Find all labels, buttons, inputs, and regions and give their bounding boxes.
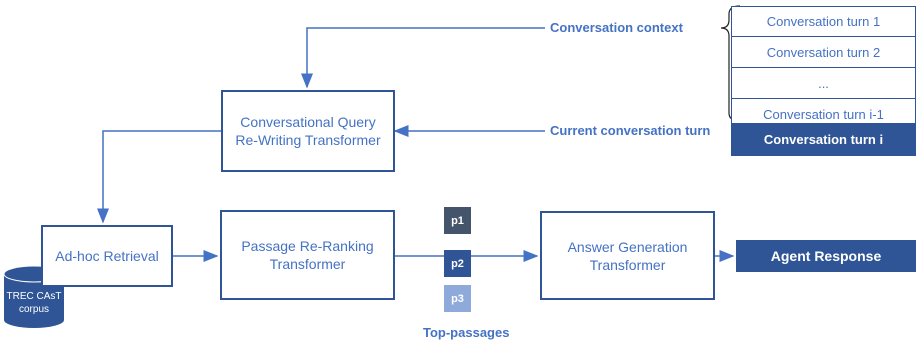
agent-response-box: Agent Response [736, 240, 916, 272]
adhoc-retrieval-box: Ad-hoc Retrieval [41, 225, 173, 287]
conversation-turn-ellipsis: ... [731, 68, 916, 99]
passage-1: p1 [444, 207, 471, 234]
answer-generation-box: Answer Generation Transformer [540, 211, 715, 300]
conversation-turn-2: Conversation turn 2 [731, 37, 916, 68]
current-turn-label: Current conversation turn [550, 123, 711, 138]
conversation-turn-current: Conversation turn i [731, 123, 916, 156]
query-rewriting-box: Conversational Query Re-Writing Transfor… [221, 90, 395, 172]
rewrite-to-retrieval-arrow [97, 130, 221, 224]
passage-reranking-box: Passage Re-Ranking Transformer [220, 210, 395, 300]
context-brace [720, 5, 741, 122]
passage-2: p2 [444, 250, 471, 277]
top-passages-label: Top-passages [423, 325, 510, 340]
conversation-turn-1: Conversation turn 1 [731, 6, 916, 37]
passage-3: p3 [444, 285, 471, 312]
corpus-label: TREC CAsT corpus [6, 291, 62, 315]
conversation-context-label: Conversation context [550, 20, 683, 35]
context-arrow [301, 27, 545, 89]
